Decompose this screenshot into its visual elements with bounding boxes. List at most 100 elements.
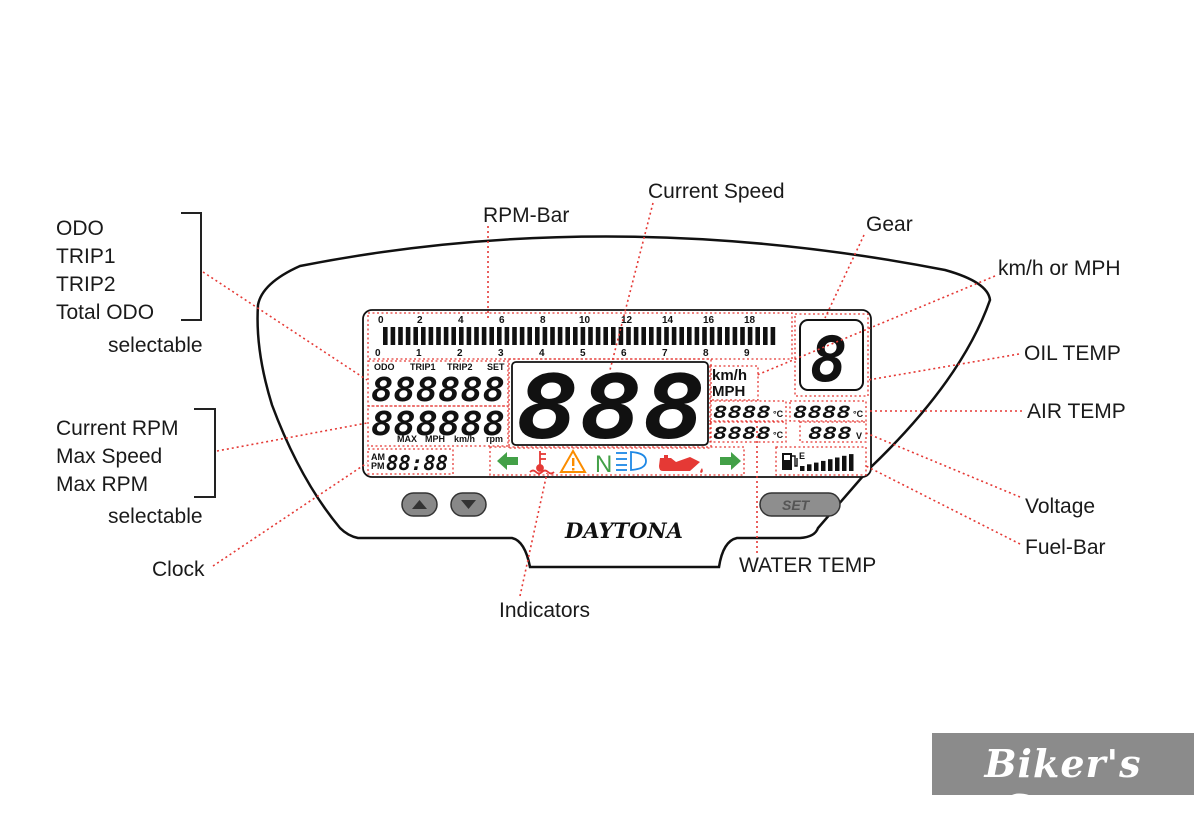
- up-arrow-icon: [412, 500, 427, 509]
- rpm-segment: [725, 327, 730, 345]
- rpm-tick-top: 8: [540, 315, 546, 326]
- rpm-tick-bottom: 4: [539, 348, 545, 359]
- rpm-tick-bottom: 6: [621, 348, 627, 359]
- rpm-segment: [504, 327, 510, 345]
- clock-am: AM: [371, 452, 385, 462]
- leader-lines: [202, 202, 1022, 597]
- rpm-segment: [481, 327, 487, 345]
- tag-kmh: km/h: [454, 434, 475, 444]
- rpm-segment: [649, 327, 654, 345]
- label-clock: Clock: [152, 558, 205, 581]
- voltage-digits: 888: [808, 424, 852, 444]
- rpm-tick-bottom: 2: [457, 348, 463, 359]
- label-fuel-bar: Fuel-Bar: [1025, 536, 1106, 559]
- fuel-segment: [814, 462, 819, 471]
- rpm-segment: [565, 327, 570, 345]
- brand-logo: DAYTONA: [564, 518, 683, 543]
- tag-odo: ODO: [374, 362, 395, 372]
- rpm-tick-top: 6: [499, 315, 505, 326]
- fuel-segment: [828, 459, 833, 471]
- rpm-segment: [633, 327, 639, 345]
- rpm-tick-top: 10: [579, 315, 591, 326]
- clock-pm: PM: [371, 461, 385, 471]
- gear-box: [794, 313, 869, 397]
- rpm-tick-top: 4: [458, 315, 464, 326]
- label-gear: Gear: [866, 213, 913, 236]
- rpm-segment: [413, 327, 418, 345]
- rpm-segment: [497, 327, 502, 345]
- tag-max: MAX: [397, 434, 417, 444]
- rpm-segment: [770, 327, 776, 345]
- rpm-segment: [732, 327, 738, 345]
- label-selectable-2: selectable: [108, 505, 203, 528]
- down-button[interactable]: [450, 492, 487, 517]
- water-temp-icon: [529, 451, 555, 475]
- rpm-segment: [421, 327, 426, 345]
- rpm-segment: [451, 327, 456, 345]
- bottom-tags: MAX MPH km/h rpm: [397, 434, 503, 444]
- rpm-segment: [398, 327, 403, 345]
- rpm-segment: [588, 327, 593, 345]
- rpm-segment: [694, 327, 700, 345]
- fuel-pump-icon: [782, 453, 798, 470]
- rpm-bar: [383, 327, 776, 345]
- rpm-tick-bottom: 9: [744, 348, 750, 359]
- rpm-segment: [557, 327, 563, 345]
- rpm-segment: [709, 327, 715, 345]
- rpm-bar-box: [367, 312, 793, 360]
- rpm-bottom-ticks: 0 1 2 3 4 5 6 7 8 9: [375, 348, 750, 359]
- rpm-segment: [611, 327, 616, 345]
- odo-box: [367, 360, 509, 407]
- gear-digit: 8: [810, 323, 847, 396]
- warning-triangle-icon: [559, 448, 587, 473]
- rpm-tick-bottom: 3: [498, 348, 504, 359]
- oil-temp-box: [789, 400, 867, 422]
- tag-trip2: TRIP2: [447, 362, 473, 372]
- rpm-tick-top: 0: [378, 315, 384, 326]
- rpm-segment: [550, 327, 555, 345]
- temp-digits-2: 8888: [713, 424, 771, 444]
- right-arrow-icon: [720, 452, 741, 470]
- rpm-segment: [390, 327, 396, 345]
- clock-box: [367, 448, 454, 475]
- voltage-unit: V: [856, 431, 862, 441]
- high-beam-icon: [616, 451, 647, 471]
- rpm-segment: [747, 327, 753, 345]
- watermark-logo: Biker's Store: [932, 733, 1194, 831]
- label-rpm-bar: RPM-Bar: [483, 204, 570, 227]
- rpm-segment: [459, 327, 464, 345]
- label-max-rpm: Max RPM: [56, 473, 149, 496]
- rpm-tick-top: 2: [417, 315, 423, 326]
- fuel-segment: [835, 457, 840, 471]
- oil-can-icon: [659, 455, 703, 473]
- label-selectable-1: selectable: [108, 334, 203, 357]
- water-temp-box: [709, 400, 787, 422]
- temp-unit-2: °C: [773, 430, 784, 440]
- water-temp-unit: °C: [773, 409, 784, 419]
- mode-tags: ODO TRIP1 TRIP2 SET: [374, 362, 505, 372]
- water-temp-digits: 8888: [713, 403, 771, 423]
- rpm-segment: [671, 327, 677, 345]
- rpm-segment: [512, 327, 517, 345]
- label-indicators: Indicators: [499, 599, 591, 622]
- lcd-panel: [362, 309, 872, 478]
- svg-text:SET: SET: [782, 497, 811, 513]
- rpm-tick-top: 16: [703, 315, 715, 326]
- label-max-speed: Max Speed: [56, 445, 163, 468]
- rpm-tick-bottom: 8: [703, 348, 709, 359]
- unit-box: [709, 365, 759, 401]
- rpm-segment: [535, 327, 540, 345]
- rpm-segment: [755, 327, 760, 345]
- set-button[interactable]: SET: [759, 492, 841, 517]
- rpm-segment: [489, 327, 494, 345]
- label-odo: ODO: [56, 217, 104, 240]
- oil-temp-digits: 8888: [793, 403, 851, 423]
- up-button[interactable]: [401, 492, 438, 517]
- rpm-segment: [664, 327, 669, 345]
- unit-mph: MPH: [712, 383, 745, 400]
- rpm-segment: [626, 327, 631, 345]
- label-voltage: Voltage: [1025, 495, 1096, 518]
- label-current-speed: Current Speed: [648, 180, 785, 203]
- rpm-segment: [763, 327, 768, 345]
- label-water-temp: WATER TEMP: [739, 554, 877, 577]
